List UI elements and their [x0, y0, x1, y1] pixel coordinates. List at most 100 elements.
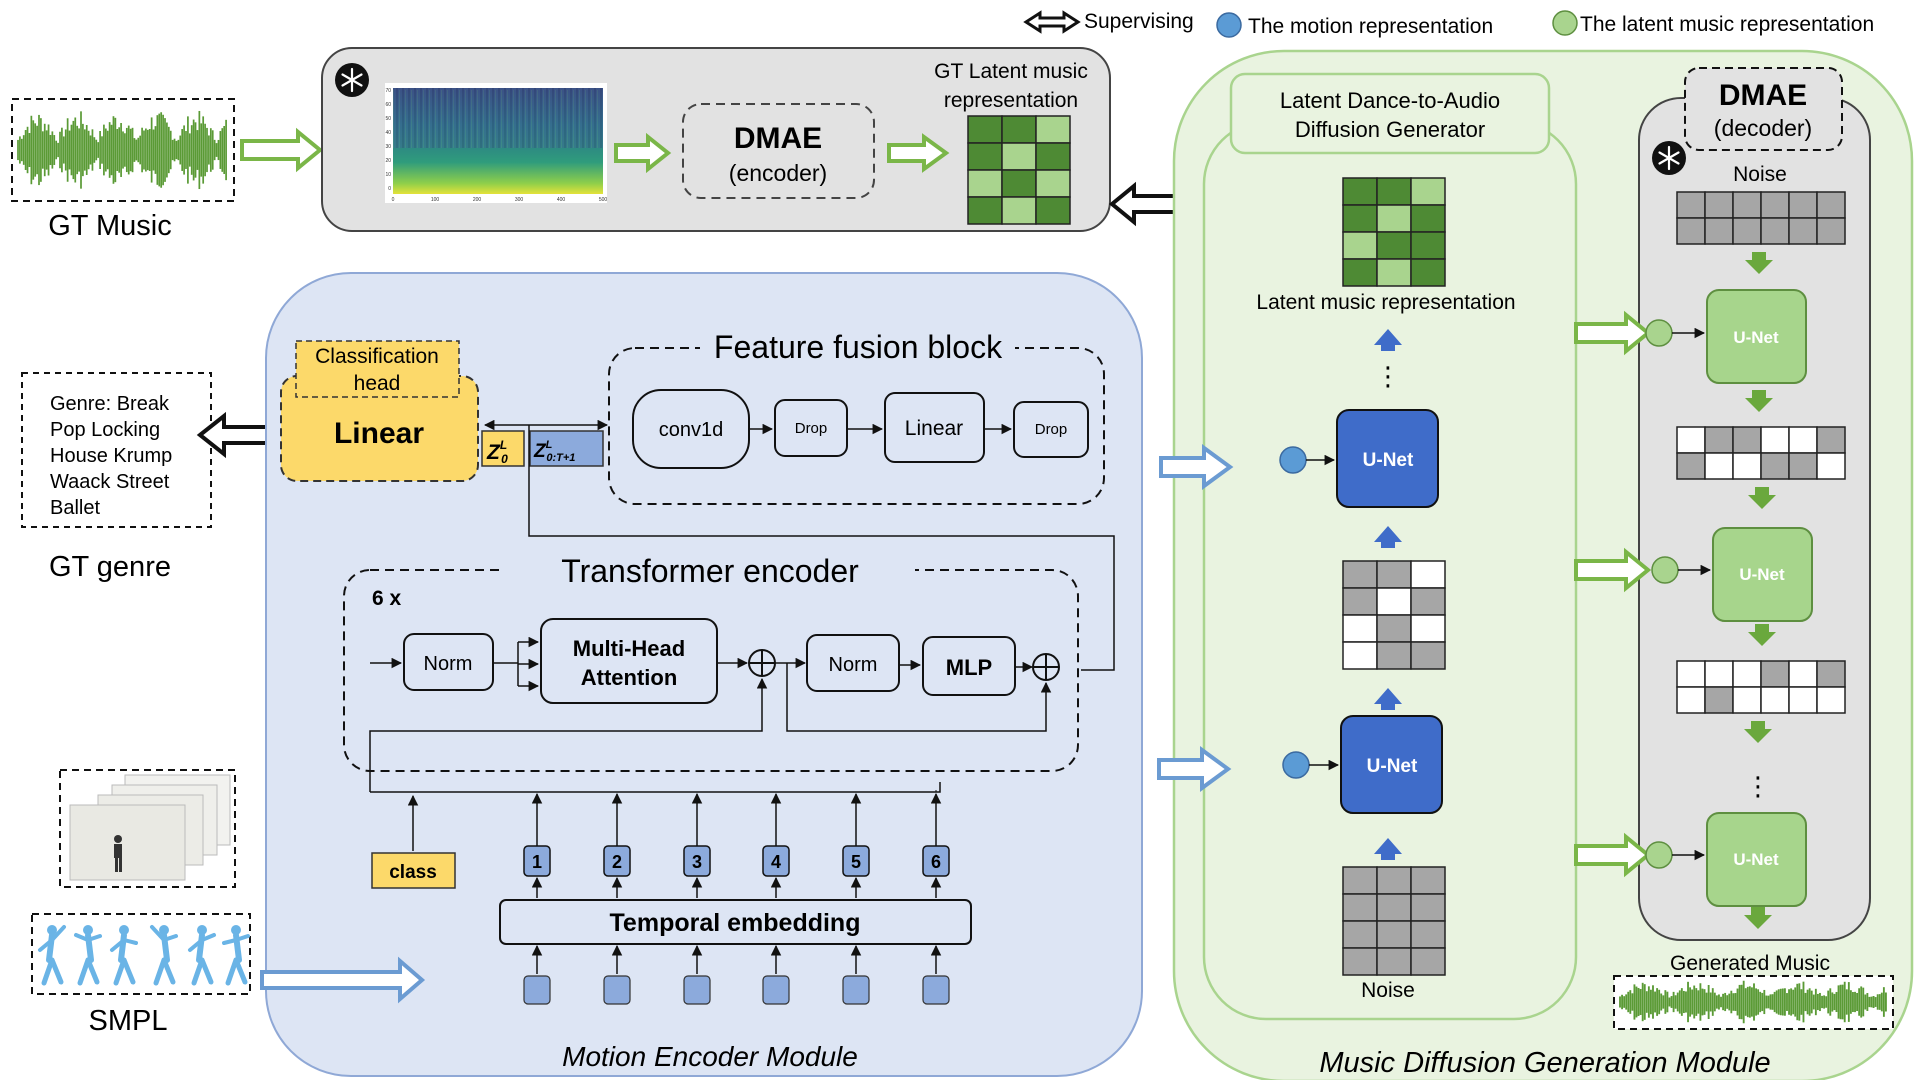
grid-cell [1732, 686, 1762, 714]
token-label: 3 [692, 852, 702, 872]
grid-cell [1410, 258, 1446, 287]
grid-cell [1410, 893, 1446, 922]
decoder-noise-label: Noise [1733, 163, 1787, 186]
grid-cell [1704, 660, 1734, 688]
token-label: 2 [612, 852, 622, 872]
grid-cell [1376, 587, 1412, 616]
latent-dot-icon [1651, 556, 1679, 584]
grid-cell [1732, 660, 1762, 688]
grid-cell [1816, 191, 1846, 219]
green-down-arrow [1744, 907, 1772, 929]
norm-label: Norm [424, 653, 473, 675]
generator-title-2: Diffusion Generator [1295, 117, 1485, 142]
decoder-unet-block [1706, 289, 1807, 384]
diffusion-module-title: Music Diffusion Generation Module [1319, 1047, 1770, 1079]
transformer-encoder-block [343, 569, 1079, 772]
token-box [683, 845, 711, 877]
unet-label: U-Net [1367, 756, 1418, 777]
diffusion-ellipsis: ⋮ [1375, 361, 1401, 391]
dmae-encoder-title: DMAE [734, 122, 822, 155]
motion-encoder-module: Motion Encoder Module Classification hea… [265, 272, 1143, 1077]
token-label: 4 [771, 852, 781, 872]
add-icon [1032, 653, 1060, 681]
repeat-label: 6 x [372, 587, 402, 610]
generator-title-box [1229, 72, 1551, 155]
gt-music-waveform [11, 98, 235, 202]
decoder-unet-label: U-Net [1733, 328, 1779, 347]
spectrogram-x-tick: 100 [431, 197, 440, 203]
grid-cell [1760, 217, 1790, 245]
grid-cell [1676, 686, 1706, 714]
drop-box [1013, 401, 1089, 458]
hollow-green-arrow [1574, 310, 1652, 356]
music-diffusion-module: Music Diffusion Generation Module Latent… [1157, 49, 1914, 1080]
grid-cell [1676, 426, 1706, 454]
drop-box [774, 399, 848, 457]
green-down-arrow [1745, 390, 1773, 412]
grid-cell [1410, 947, 1446, 976]
classification-head-label-2: head [354, 372, 401, 395]
grid-cell [967, 142, 1003, 171]
grid-cell [967, 169, 1003, 198]
token-box [842, 845, 870, 877]
grid-cell [1410, 177, 1446, 206]
token-box [523, 845, 551, 877]
legend: Supervising The motion representation Th… [1023, 10, 1874, 38]
linear-head-label: Linear [334, 417, 424, 450]
latent-dot-icon [1552, 10, 1578, 36]
grid-cell [1410, 614, 1446, 643]
decoder-grids [1676, 191, 1846, 714]
transformer-encoder-title: Transformer encoder [561, 553, 859, 589]
motion-dot-icon [1216, 12, 1242, 38]
grid-cell [1760, 660, 1790, 688]
grid-cell [1342, 177, 1378, 206]
zt-token [529, 430, 604, 467]
grid-cell [1342, 560, 1378, 589]
green-down-arrow [1744, 721, 1772, 743]
grid-cell [1704, 686, 1734, 714]
grid-cell [1676, 452, 1706, 480]
dmae-decoder-sub: (decoder) [1714, 115, 1812, 141]
add-icon [748, 649, 776, 677]
norm-box [403, 633, 494, 691]
hollow-blue-arrow [260, 956, 426, 1004]
temporal-embedding-label: Temporal embedding [610, 909, 861, 937]
grid-cell [1376, 560, 1412, 589]
grid-cell [1676, 217, 1706, 245]
grid-cell [1760, 426, 1790, 454]
grid-cell [1410, 204, 1446, 233]
spectrogram-x-tick: 300 [515, 197, 524, 203]
hollow-green-arrow [1574, 547, 1652, 593]
class-token [371, 852, 456, 889]
token-label: 1 [532, 852, 542, 872]
unet-block [1336, 409, 1439, 508]
gt-latent-title-1: GT Latent music [934, 60, 1088, 83]
spectrogram-y-tick: 70 [385, 88, 391, 94]
grid-cell [1001, 142, 1037, 171]
grid-cell [1816, 452, 1846, 480]
feature-fusion-title: Feature fusion block [714, 329, 1003, 365]
spectrogram-y-tick: 20 [385, 158, 391, 164]
mha-label-1: Multi-Head [573, 636, 685, 661]
hollow-green-arrow [614, 132, 672, 174]
waveform-icon [1619, 980, 1887, 1024]
gt-latent-grid [967, 115, 1071, 225]
green-down-arrow [1748, 624, 1776, 646]
generated-music-waveform [1613, 975, 1894, 1030]
blue-up-arrow [1374, 329, 1402, 860]
mha-label-2: Attention [581, 665, 678, 690]
grid-cell [1342, 866, 1378, 895]
gt-genre-label: GT genre [49, 551, 171, 583]
grid-cell [1410, 866, 1446, 895]
grid-cell [1704, 217, 1734, 245]
motion-dot-icon [1282, 751, 1310, 779]
decoder-unet-block [1712, 527, 1813, 622]
double-arrow-icon [1023, 10, 1081, 34]
grid-cell [1342, 231, 1378, 260]
drop-label: Drop [1035, 421, 1068, 438]
input-frame-box [523, 975, 551, 1005]
grid-cell [1376, 641, 1412, 670]
grid-cell [1788, 686, 1818, 714]
